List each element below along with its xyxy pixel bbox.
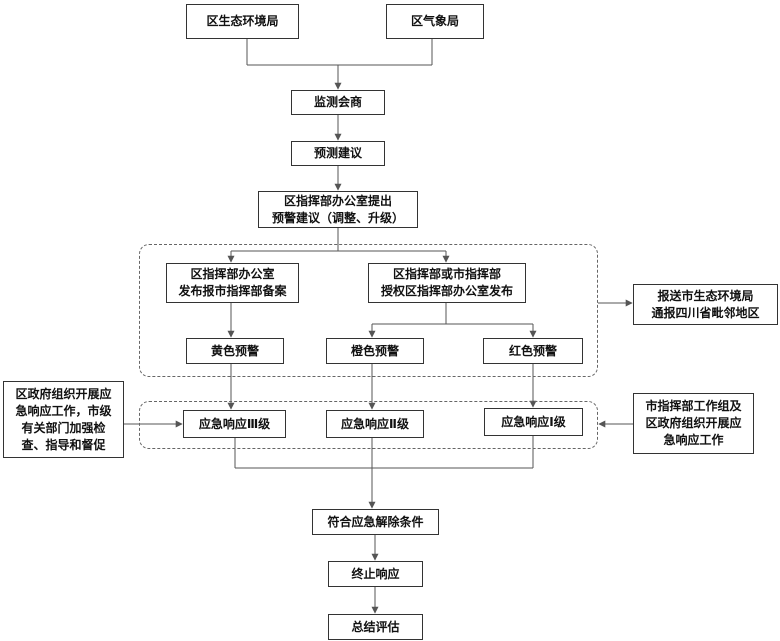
node-response-level-1: 应急响应Ⅰ级 (484, 408, 583, 436)
node-monitor: 监测会商 (291, 90, 385, 115)
node-district-gov: 区政府组织开展应 急响应工作，市级 有关部门加强检 查、指导和督促 (3, 381, 124, 458)
node-report: 报送市生态环境局 通报四川省毗邻地区 (633, 284, 778, 325)
node-yellow-warning: 黄色预警 (186, 338, 284, 364)
node-weather-bureau: 区气象局 (386, 4, 484, 39)
node-terminate-response: 终止响应 (328, 561, 423, 587)
node-office-publish: 区指挥部办公室 发布报市指挥部备案 (166, 263, 299, 303)
node-hq-publish: 区指挥部或市指挥部 授权区指挥部办公室发布 (368, 263, 526, 303)
node-evaluate: 总结评估 (328, 614, 423, 640)
node-orange-warning: 橙色预警 (326, 338, 424, 364)
node-red-warning: 红色预警 (483, 338, 583, 364)
node-lift-condition: 符合应急解除条件 (312, 509, 439, 535)
node-response-level-3: 应急响应Ⅲ级 (183, 410, 286, 438)
node-forecast: 预测建议 (291, 141, 385, 166)
node-response-level-2: 应急响应Ⅱ级 (326, 410, 424, 438)
node-city-hq: 市指挥部工作组及 区政府组织开展应 急响应工作 (633, 393, 754, 454)
node-proposal: 区指挥部办公室提出 预警建议（调整、升级） (258, 191, 418, 228)
response-group (139, 401, 598, 449)
node-env-bureau: 区生态环境局 (186, 4, 299, 39)
warning-group (139, 244, 598, 377)
